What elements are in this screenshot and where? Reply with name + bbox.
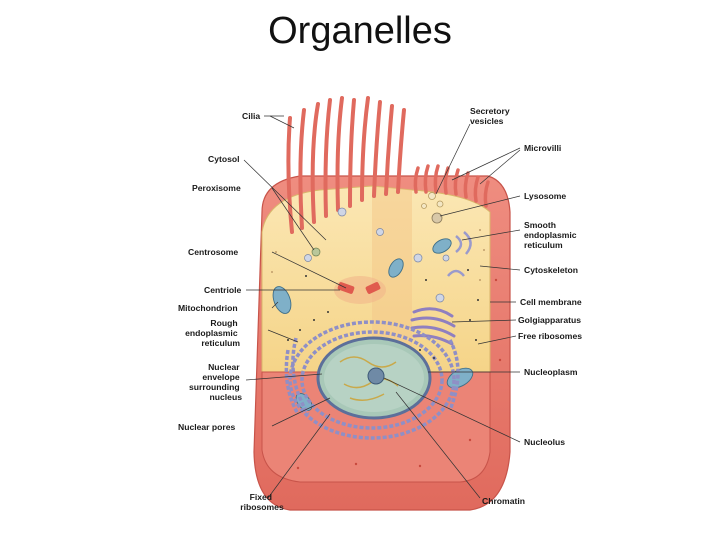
label-cell-membrane: Cell membrane [520, 297, 582, 307]
label-nucleoplasm: Nucleoplasm [524, 367, 578, 377]
label-rough-er: Rough endoplasmic reticulum [185, 318, 240, 348]
cytoskeleton [271, 229, 485, 281]
label-chromatin: Chromatin [482, 496, 525, 506]
leader-lines-left [243, 115, 347, 499]
label-peroxisome: Peroxisome [192, 183, 241, 193]
label-nucleolus: Nucleolus [524, 437, 565, 447]
centrosome [334, 276, 386, 304]
smooth-er [447, 231, 472, 277]
vesicles [304, 207, 450, 303]
label-smooth-er: Smooth endoplasmic reticulum [524, 220, 579, 250]
label-microvilli: Microvilli [524, 143, 561, 153]
label-fixed-ribosomes: Fixed ribosomes [240, 492, 284, 512]
label-lysosome: Lysosome [524, 191, 566, 201]
golgi-apparatus [410, 307, 456, 346]
label-golgi-apparatus: Golgiapparatus [518, 315, 581, 325]
label-cilia: Cilia [242, 111, 260, 121]
cell-lower-section [261, 371, 491, 483]
label-cytoskeleton: Cytoskeleton [524, 265, 578, 275]
leader-lines-right [383, 123, 521, 499]
secretory-vesicles [421, 192, 444, 209]
membrane-surface-dots [296, 278, 502, 470]
label-free-ribosomes: Free ribosomes [518, 331, 582, 341]
cilia [286, 96, 406, 234]
lysosome [431, 212, 443, 224]
nucleolus [367, 367, 385, 385]
label-secretory-vesicles: Secretory vesicles [470, 106, 512, 126]
free-ribosomes [287, 269, 479, 359]
slide-title: Organelles [268, 10, 452, 52]
label-centrosome: Centrosome [188, 247, 238, 257]
label-mitochondrion: Mitochondrion [178, 303, 238, 313]
label-nuclear-pores: Nuclear pores [178, 422, 236, 432]
label-nuclear-envelope: Nuclear envelope surrounding nucleus [189, 362, 242, 402]
label-centriole: Centriole [204, 285, 241, 295]
label-cytosol: Cytosol [208, 154, 240, 164]
rough-er [284, 320, 460, 440]
